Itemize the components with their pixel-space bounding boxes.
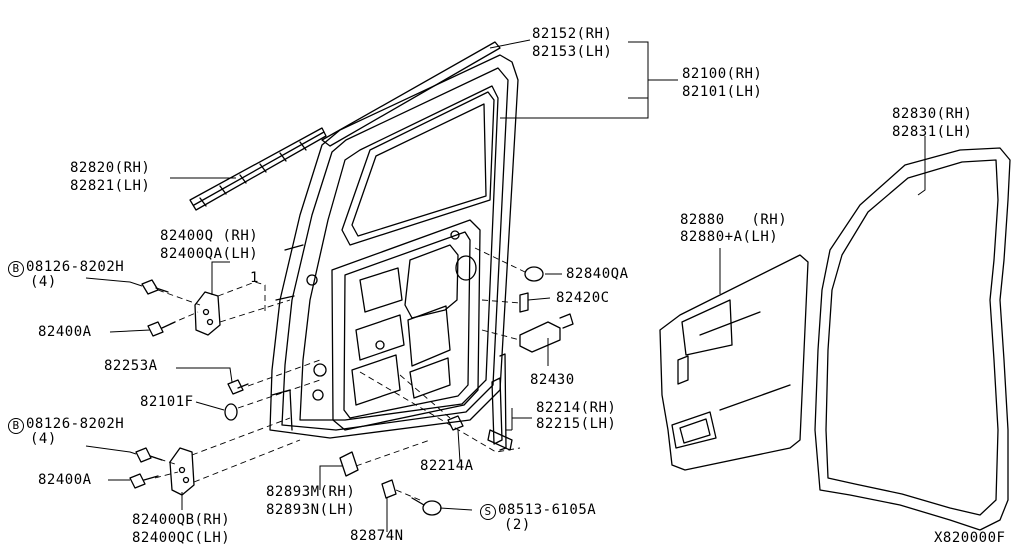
door-weatherstrip [321,41,501,147]
label-82214: 82214(RH) [536,400,617,416]
clip-82874n [381,479,397,499]
figure-code: X820000F [934,530,1006,546]
label-82400qa: 82400QA(LH) [160,246,259,262]
label-82215: 82215(LH) [536,416,617,432]
bolt-82214a [447,415,464,431]
door-shell [269,54,519,439]
bolt-82400a-upper [147,321,176,337]
label-82100: 82100(RH) [682,66,763,82]
label-82840qa: 82840QA [566,266,629,282]
belt-moulding [189,127,327,211]
body-side-weatherstrip [814,147,1011,531]
assembly-lines [149,247,526,501]
leader-lines [85,39,926,532]
bolt-circle-icon: B [8,418,24,434]
label-82831: 82831(LH) [892,124,973,140]
label-82880a: 82880+A(LH) [680,229,779,245]
grommet-82101f [224,403,238,421]
label-82874n: 82874N [350,528,404,544]
door-trim-panel [659,254,809,471]
label-screw-qty: (2) [504,517,531,533]
label-bolt-upper-qty: (4) [30,274,57,290]
label-82830: 82830(RH) [892,106,973,122]
label-82820: 82820(RH) [70,160,151,176]
label-82400q: 82400Q (RH) [160,228,259,244]
label-82400a-upper: 82400A [38,324,92,340]
bolt-08126-upper [141,279,169,295]
bolt-82253a [227,379,249,395]
label-82253a: 82253A [104,358,158,374]
label-82880: 82880 (RH) [680,212,788,228]
door-lock [519,313,574,353]
bolt-82400a-lower [129,473,159,489]
label-82152: 82152(RH) [532,26,613,42]
lower-hinge [169,447,195,496]
label-82400qb: 82400QB(RH) [132,512,231,528]
label-82153: 82153(LH) [532,44,613,60]
label-bolt-lower-qty: (4) [30,431,57,447]
plug [524,266,544,282]
callout-1: 1 [250,270,259,286]
striker [519,292,529,313]
label-82101f: 82101F [140,394,194,410]
label-82400qc: 82400QC(LH) [132,530,231,546]
bolt-circle-icon: B [8,261,24,277]
upper-hinge [194,291,221,336]
bolt-08126-lower [135,447,163,463]
label-82821: 82821(LH) [70,178,151,194]
screw-08513 [411,497,442,516]
door-check-link [487,353,513,451]
label-82420c: 82420C [556,290,610,306]
label-82400a-lower: 82400A [38,472,92,488]
label-82214a: 82214A [420,458,474,474]
label-82893n: 82893N(LH) [266,502,356,518]
label-82101: 82101(LH) [682,84,763,100]
bracket-82893m [339,451,359,477]
label-82893m: 82893M(RH) [266,484,356,500]
label-82430: 82430 [530,372,575,388]
screw-circle-icon: S [480,504,496,520]
